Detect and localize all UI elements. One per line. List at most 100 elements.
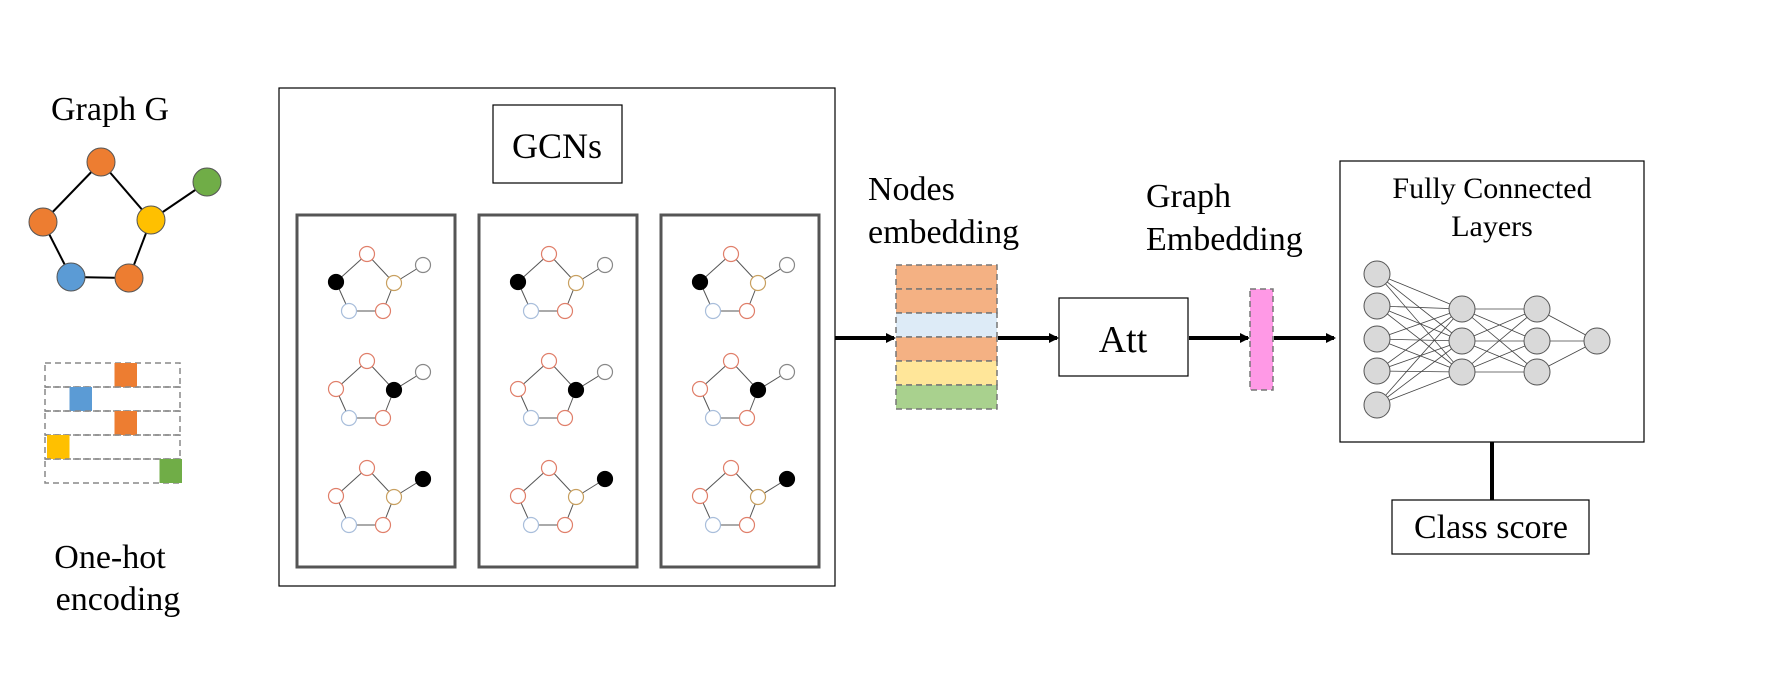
graph-embedding-label-line2: Embedding <box>1146 221 1303 258</box>
gcn-graph-node <box>778 256 796 274</box>
nodes-embedding-label-line2: embedding <box>868 214 1019 251</box>
gcn-graph-node <box>704 516 722 534</box>
fc-connection <box>1376 370 1463 373</box>
gcn-graph-node <box>327 487 345 505</box>
attention-box <box>1058 297 1189 377</box>
gcn-graph-node <box>522 516 540 534</box>
gcn-graph-node <box>522 409 540 427</box>
gcn-graph-node <box>749 488 767 506</box>
fully-connected-label-line2: Layers <box>1451 210 1533 243</box>
fc-connection <box>1376 308 1463 340</box>
graph-node-bottom-left <box>56 262 86 292</box>
fc-neuron <box>1523 358 1551 386</box>
one-hot-row <box>44 362 181 388</box>
gcn-graph-node <box>414 470 432 488</box>
one-hot-cell <box>114 363 137 387</box>
graph-embedding-label-line1: Graph <box>1146 178 1231 215</box>
gcn-graph-node <box>738 409 756 427</box>
gcn-graph-node <box>691 487 709 505</box>
one-hot-cell <box>159 459 182 483</box>
gcn-graph-node <box>704 409 722 427</box>
nodes-embedding-label-line1: Nodes <box>868 171 955 208</box>
fc-neuron <box>1363 292 1391 320</box>
node-embedding-row <box>895 360 998 386</box>
node-embedding-row <box>895 384 998 410</box>
graph-g-label: Graph G <box>51 91 169 128</box>
gcn-graph-node <box>385 381 403 399</box>
gcn-graph-node <box>385 488 403 506</box>
fc-neuron <box>1523 295 1551 323</box>
fc-connection <box>1376 305 1463 342</box>
graph-node-left <box>28 207 58 237</box>
one-hot-cell <box>114 411 137 435</box>
fully-connected-network <box>1363 260 1611 419</box>
graph-node-top <box>86 147 116 177</box>
gcn-graph-node <box>340 409 358 427</box>
fc-neuron <box>1448 295 1476 323</box>
gcn-graph-node <box>509 273 527 291</box>
gcns-title: GCNs <box>512 126 602 166</box>
nodes-embedding-stack <box>895 264 998 410</box>
gcn-graph-node <box>327 380 345 398</box>
gcn-graph-node <box>691 380 709 398</box>
node-embedding-row <box>895 264 998 290</box>
gcn-graph-node <box>385 274 403 292</box>
gcn-graph-node <box>540 245 558 263</box>
one-hot-row <box>44 458 181 484</box>
fc-connection <box>1461 308 1538 373</box>
fc-connection <box>1461 308 1538 342</box>
one-hot-label-line1: One-hot <box>54 539 166 576</box>
gcn-graph-node <box>567 381 585 399</box>
gcn-graph-node <box>738 516 756 534</box>
gcns-title-box <box>492 104 623 184</box>
graph-node-bottom-right <box>114 263 144 293</box>
fc-connection <box>1376 273 1463 310</box>
attention-label: Att <box>1099 319 1148 361</box>
fc-connection <box>1376 371 1463 406</box>
gcn-graph-node <box>596 256 614 274</box>
fc-connection <box>1376 305 1463 373</box>
gcn-graph-node <box>704 302 722 320</box>
fc-connection <box>1376 273 1463 373</box>
gcn-graph-node <box>374 302 392 320</box>
graph-node-right <box>136 205 166 235</box>
gcn-graph-node <box>778 363 796 381</box>
gcn-graph-node <box>522 302 540 320</box>
gcn-graph-node <box>340 516 358 534</box>
gcn-graph-node <box>722 245 740 263</box>
one-hot-row <box>44 410 181 436</box>
node-embedding-row <box>895 336 998 362</box>
fc-connection <box>1376 308 1463 406</box>
gcn-column <box>295 213 457 569</box>
gcn-graph-node <box>358 352 376 370</box>
gcn-graph-node <box>738 302 756 320</box>
gcn-graph-node <box>509 487 527 505</box>
gcn-graph-node <box>509 380 527 398</box>
gcn-graph-node <box>722 459 740 477</box>
gcn-graph-node <box>778 470 796 488</box>
fc-neuron <box>1448 358 1476 386</box>
fc-neuron <box>1363 357 1391 385</box>
one-hot-row <box>44 386 181 412</box>
fc-connection <box>1376 340 1463 406</box>
gcn-graph-node <box>414 363 432 381</box>
fc-connection <box>1376 338 1463 373</box>
input-graph <box>28 147 222 293</box>
gcn-graph-node <box>749 381 767 399</box>
node-embedding-row <box>895 288 998 314</box>
fc-connection <box>1376 340 1463 372</box>
node-embedding-row <box>895 312 998 338</box>
fc-neuron <box>1363 325 1391 353</box>
gcn-graph-node <box>691 273 709 291</box>
graph-node-leaf <box>192 167 222 197</box>
gcn-graph-node <box>567 274 585 292</box>
gcn-graph-node <box>358 245 376 263</box>
gcn-graph-node <box>374 409 392 427</box>
fc-neuron <box>1363 391 1391 419</box>
one-hot-encoding-matrix <box>44 362 182 484</box>
graph-embedding-vector <box>1249 288 1274 391</box>
class-score-box <box>1391 499 1590 555</box>
fc-neuron <box>1523 327 1551 355</box>
gcn-column <box>477 213 639 569</box>
